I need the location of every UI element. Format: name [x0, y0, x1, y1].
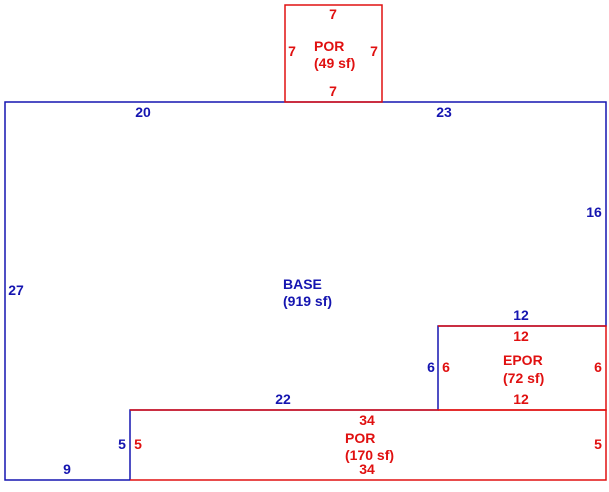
enclosed-porch-dim-right: 6 [594, 359, 602, 375]
porch-top-dim-bottom: 7 [329, 83, 337, 99]
porch-bottom-outline [130, 409, 607, 481]
base-dim-left: 27 [8, 282, 24, 298]
porch-bottom-dim-top: 34 [359, 412, 375, 428]
porch-bottom-area-label: (170 sf) [345, 447, 394, 463]
porch-bottom-dim-left: 5 [134, 436, 142, 452]
enclosed-porch-dim-top: 12 [513, 328, 529, 344]
enclosed-porch-dim-left: 6 [442, 359, 450, 375]
porch-top-name-label: POR [314, 38, 344, 54]
base-dim-por-side: 5 [118, 436, 126, 452]
porch-bottom-name-label: POR [345, 430, 375, 446]
porch-top-outline [284, 4, 383, 103]
base-dim-bottom: 9 [63, 461, 71, 477]
porch-top-dim-top: 7 [329, 6, 337, 22]
base-dim-top-left: 20 [135, 104, 151, 120]
porch-top-dim-left: 7 [288, 43, 296, 59]
base-dim-epor-top: 12 [513, 307, 529, 323]
enclosed-porch-dim-bottom: 12 [513, 391, 529, 407]
enclosed-porch-name-label: EPOR [503, 352, 543, 368]
base-dim-por-top: 22 [275, 391, 291, 407]
porch-top-dim-right: 7 [370, 43, 378, 59]
porch-bottom-dim-right: 5 [594, 436, 602, 452]
base-dim-epor-side: 6 [427, 359, 435, 375]
porch-bottom-dim-bottom: 34 [359, 461, 375, 477]
porch-top-area-label: (49 sf) [314, 55, 355, 71]
enclosed-porch-area-label: (72 sf) [503, 370, 544, 386]
base-name-label: BASE [283, 276, 322, 292]
base-area-label: (919 sf) [283, 293, 332, 309]
base-dim-top-right: 23 [436, 104, 452, 120]
base-dim-right-upper: 16 [586, 204, 602, 220]
